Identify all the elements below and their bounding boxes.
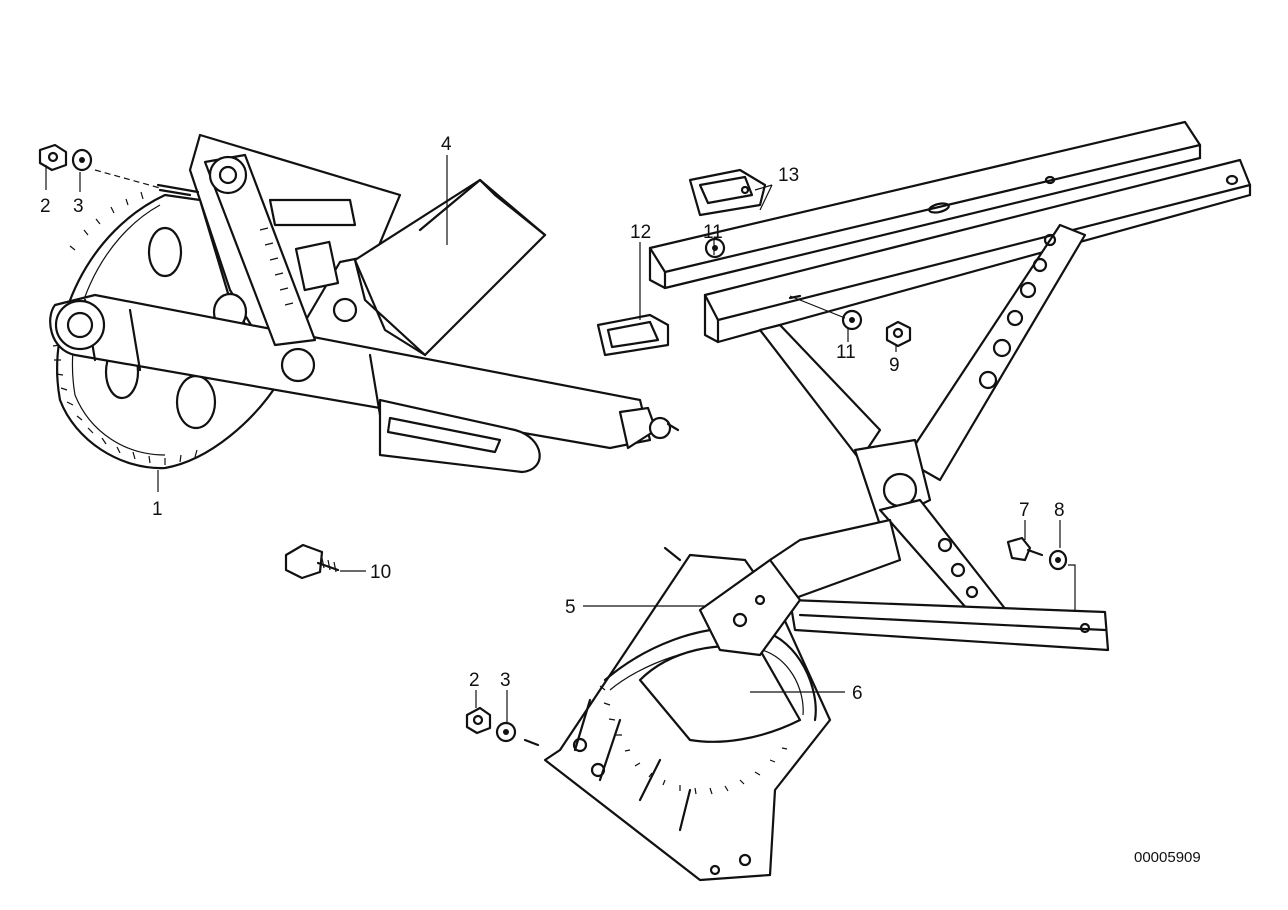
leader-lines (45, 155, 1061, 722)
callout-10: 10 (370, 562, 391, 583)
callout-2-top: 2 (40, 196, 51, 217)
callout-6: 6 (852, 683, 863, 704)
left-regulator-assembly (49, 133, 680, 474)
callout-9: 9 (889, 355, 900, 376)
callout-11-upper: 11 (703, 222, 723, 243)
callout-11-lower: 11 (836, 342, 856, 363)
callout-labels: 1 2 3 4 5 6 7 8 9 10 11 11 12 13 2 3 (40, 134, 1065, 704)
callout-4: 4 (441, 134, 452, 155)
document-number: 00005909 (1134, 849, 1201, 866)
callout-3-lower: 3 (500, 670, 511, 691)
callout-7: 7 (1019, 500, 1030, 521)
callout-12: 12 (630, 222, 651, 243)
nut-and-washer-lower (465, 706, 517, 743)
callout-8: 8 (1054, 500, 1065, 521)
right-regulator-assembly (523, 120, 1252, 882)
callout-3-top: 3 (73, 196, 84, 217)
callout-1: 1 (152, 499, 163, 520)
callout-13: 13 (778, 165, 799, 186)
callout-2-lower: 2 (469, 670, 480, 691)
callout-5: 5 (565, 597, 576, 618)
nut-and-washer-top-left (38, 143, 93, 172)
bolt-and-washer-7-8 (1006, 536, 1076, 612)
washers-and-nut-11-9 (704, 237, 912, 348)
bolt-10 (284, 543, 340, 580)
guide-clips (596, 168, 767, 357)
